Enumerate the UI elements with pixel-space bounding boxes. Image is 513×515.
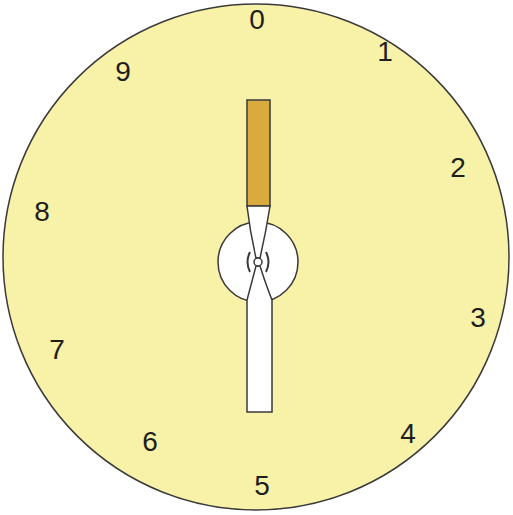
dial-number: 8 xyxy=(34,198,50,226)
pointer-taper xyxy=(247,206,270,258)
dial-number: 1 xyxy=(377,38,393,66)
dial-face xyxy=(3,4,509,510)
dial-number: 6 xyxy=(142,428,158,456)
dial-number: 7 xyxy=(49,336,65,364)
dial-number: 3 xyxy=(470,304,486,332)
pointer-tail xyxy=(247,266,272,412)
dial-number: 4 xyxy=(400,420,416,448)
pointer-tip xyxy=(247,100,270,206)
dial-number: 0 xyxy=(249,6,265,34)
dial-number: 2 xyxy=(450,154,466,182)
pivot-marks xyxy=(248,252,269,272)
dial-number: 9 xyxy=(115,58,131,86)
pivot xyxy=(254,258,262,266)
dial-number: 5 xyxy=(254,472,270,500)
